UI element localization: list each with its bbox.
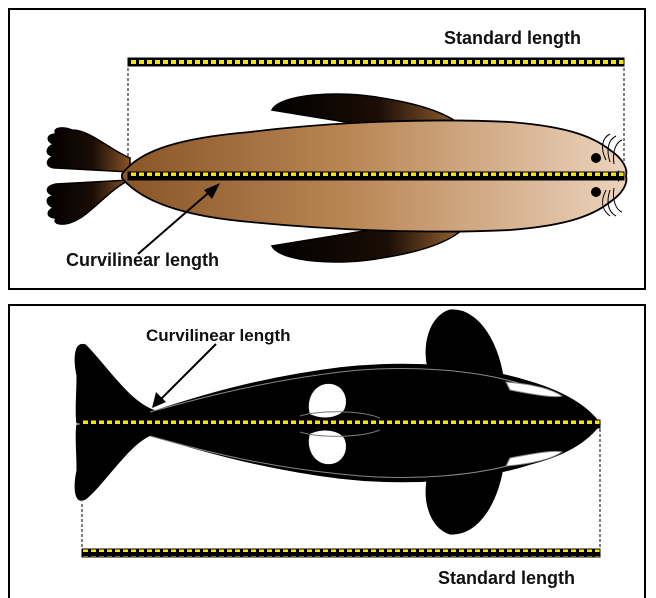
orca-tail-fluke-bottom <box>74 424 156 501</box>
seal-panel: Standard length Curvilinear length <box>8 8 646 290</box>
orca-standard-tape <box>82 549 600 557</box>
orca-diagram <box>10 306 644 598</box>
orca-standard-length-label: Standard length <box>438 568 575 589</box>
orca-curvilinear-tape <box>80 420 600 428</box>
seal-curvilinear-length-label: Curvilinear length <box>66 250 219 271</box>
seal-curvilinear-tape <box>128 172 624 180</box>
seal-eye-top <box>591 153 601 163</box>
seal-standard-length-label: Standard length <box>444 28 581 49</box>
seal-diagram <box>10 10 644 288</box>
orca-panel: Curvilinear length Standard length <box>8 304 646 598</box>
orca-curvilinear-length-label: Curvilinear length <box>146 326 291 346</box>
seal-hind-flipper-bottom <box>47 180 130 224</box>
seal-hind-flipper-top <box>47 128 130 172</box>
orca-arrow-line <box>158 344 216 402</box>
orca-arrow-head <box>152 392 166 408</box>
seal-front-flipper-bottom <box>272 228 464 262</box>
seal-standard-tape <box>128 58 624 66</box>
seal-eye-bottom <box>591 187 601 197</box>
orca-tail-fluke-top <box>74 343 156 424</box>
